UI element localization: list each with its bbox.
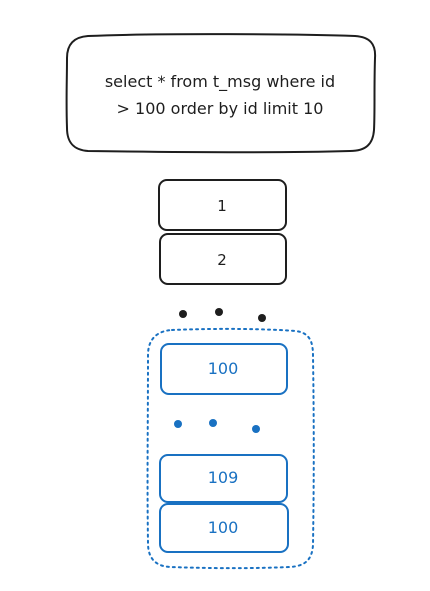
scanned-row-1: 1: [158, 179, 287, 231]
scanned-ellipsis-dot-2: [215, 308, 223, 316]
scanned-row-1-box: [158, 179, 287, 231]
query-box-outline: [65, 33, 377, 154]
result-ellipsis: [174, 419, 260, 433]
result-row-2-label: 109: [208, 468, 239, 487]
result-ellipsis-dot-2: [209, 419, 217, 427]
scanned-row-2: 2: [159, 233, 287, 285]
result-row-2-box: [159, 454, 288, 503]
result-row-1: 100: [160, 343, 288, 395]
result-row-1-label: 100: [208, 359, 239, 378]
result-ellipsis-dot-3: [252, 425, 260, 433]
result-row-2: 109: [159, 454, 288, 503]
scanned-ellipsis: [179, 308, 266, 322]
query-text-line-2: > 100 order by id limit 10: [117, 99, 324, 118]
scanned-ellipsis-dot-1: [179, 310, 187, 318]
scanned-row-2-label: 2: [217, 251, 227, 269]
scanned-ellipsis-dot-3: [258, 314, 266, 322]
result-row-3-label: 100: [208, 518, 239, 537]
scanned-row-2-box: [159, 233, 287, 285]
result-row-1-box: [160, 343, 288, 395]
query-box: select * from t_msg where id > 100 order…: [65, 33, 377, 154]
result-row-3: 100: [159, 503, 289, 553]
result-set-group: 100 109 100: [146, 327, 315, 570]
query-text-line-1: select * from t_msg where id: [105, 72, 335, 92]
result-row-3-box: [159, 503, 289, 553]
scanned-row-1-label: 1: [217, 197, 227, 215]
result-ellipsis-dot-1: [174, 420, 182, 428]
